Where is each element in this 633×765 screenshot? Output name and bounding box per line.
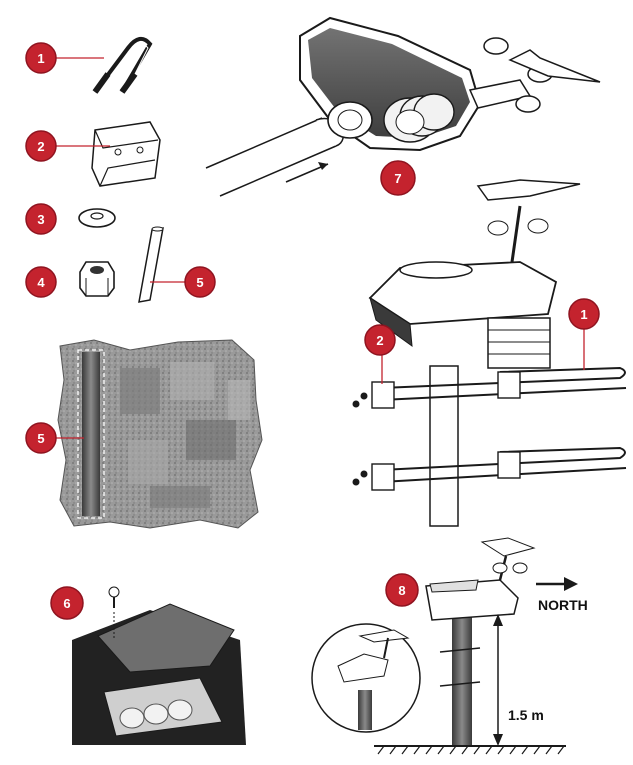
placement-illustration xyxy=(311,537,578,755)
callout-badge-1-mount: 1 xyxy=(568,298,600,330)
bracket-part xyxy=(91,121,161,187)
callout-number: 4 xyxy=(37,275,45,290)
callout-badge-5: 5 xyxy=(184,266,216,298)
callout-number: 6 xyxy=(63,596,70,611)
callout-badge-1: 1 xyxy=(25,42,57,74)
callout-number: 5 xyxy=(196,275,203,290)
callout-badge-3: 3 xyxy=(25,203,57,235)
foam-packaging-photo xyxy=(57,339,263,529)
sensor-mounting-illustration xyxy=(205,16,601,197)
callout-number: 3 xyxy=(37,212,44,227)
callout-number: 5 xyxy=(37,431,44,446)
callout-number: 1 xyxy=(580,307,587,322)
callout-badge-7: 7 xyxy=(380,160,416,196)
battery-compartment-illustration xyxy=(72,586,246,745)
callout-number: 1 xyxy=(37,51,44,66)
nut-part xyxy=(79,261,115,297)
north-label: NORTH xyxy=(538,597,588,613)
callout-badge-4: 4 xyxy=(25,266,57,298)
callout-badge-2: 2 xyxy=(25,130,57,162)
pole-mount-illustration xyxy=(352,179,627,527)
callout-number: 2 xyxy=(376,333,383,348)
callout-badge-6: 6 xyxy=(50,586,84,620)
u-bolt-part xyxy=(92,36,153,95)
washer-part xyxy=(78,208,116,228)
callout-number: 7 xyxy=(394,171,401,186)
callout-badge-2-mount: 2 xyxy=(364,324,396,356)
callout-badge-8: 8 xyxy=(385,573,419,607)
rod-part xyxy=(138,226,164,303)
callout-number: 8 xyxy=(398,583,405,598)
height-label: 1.5 m xyxy=(508,707,544,723)
callout-number: 2 xyxy=(37,139,44,154)
callout-badge-5-packaging: 5 xyxy=(25,422,57,454)
